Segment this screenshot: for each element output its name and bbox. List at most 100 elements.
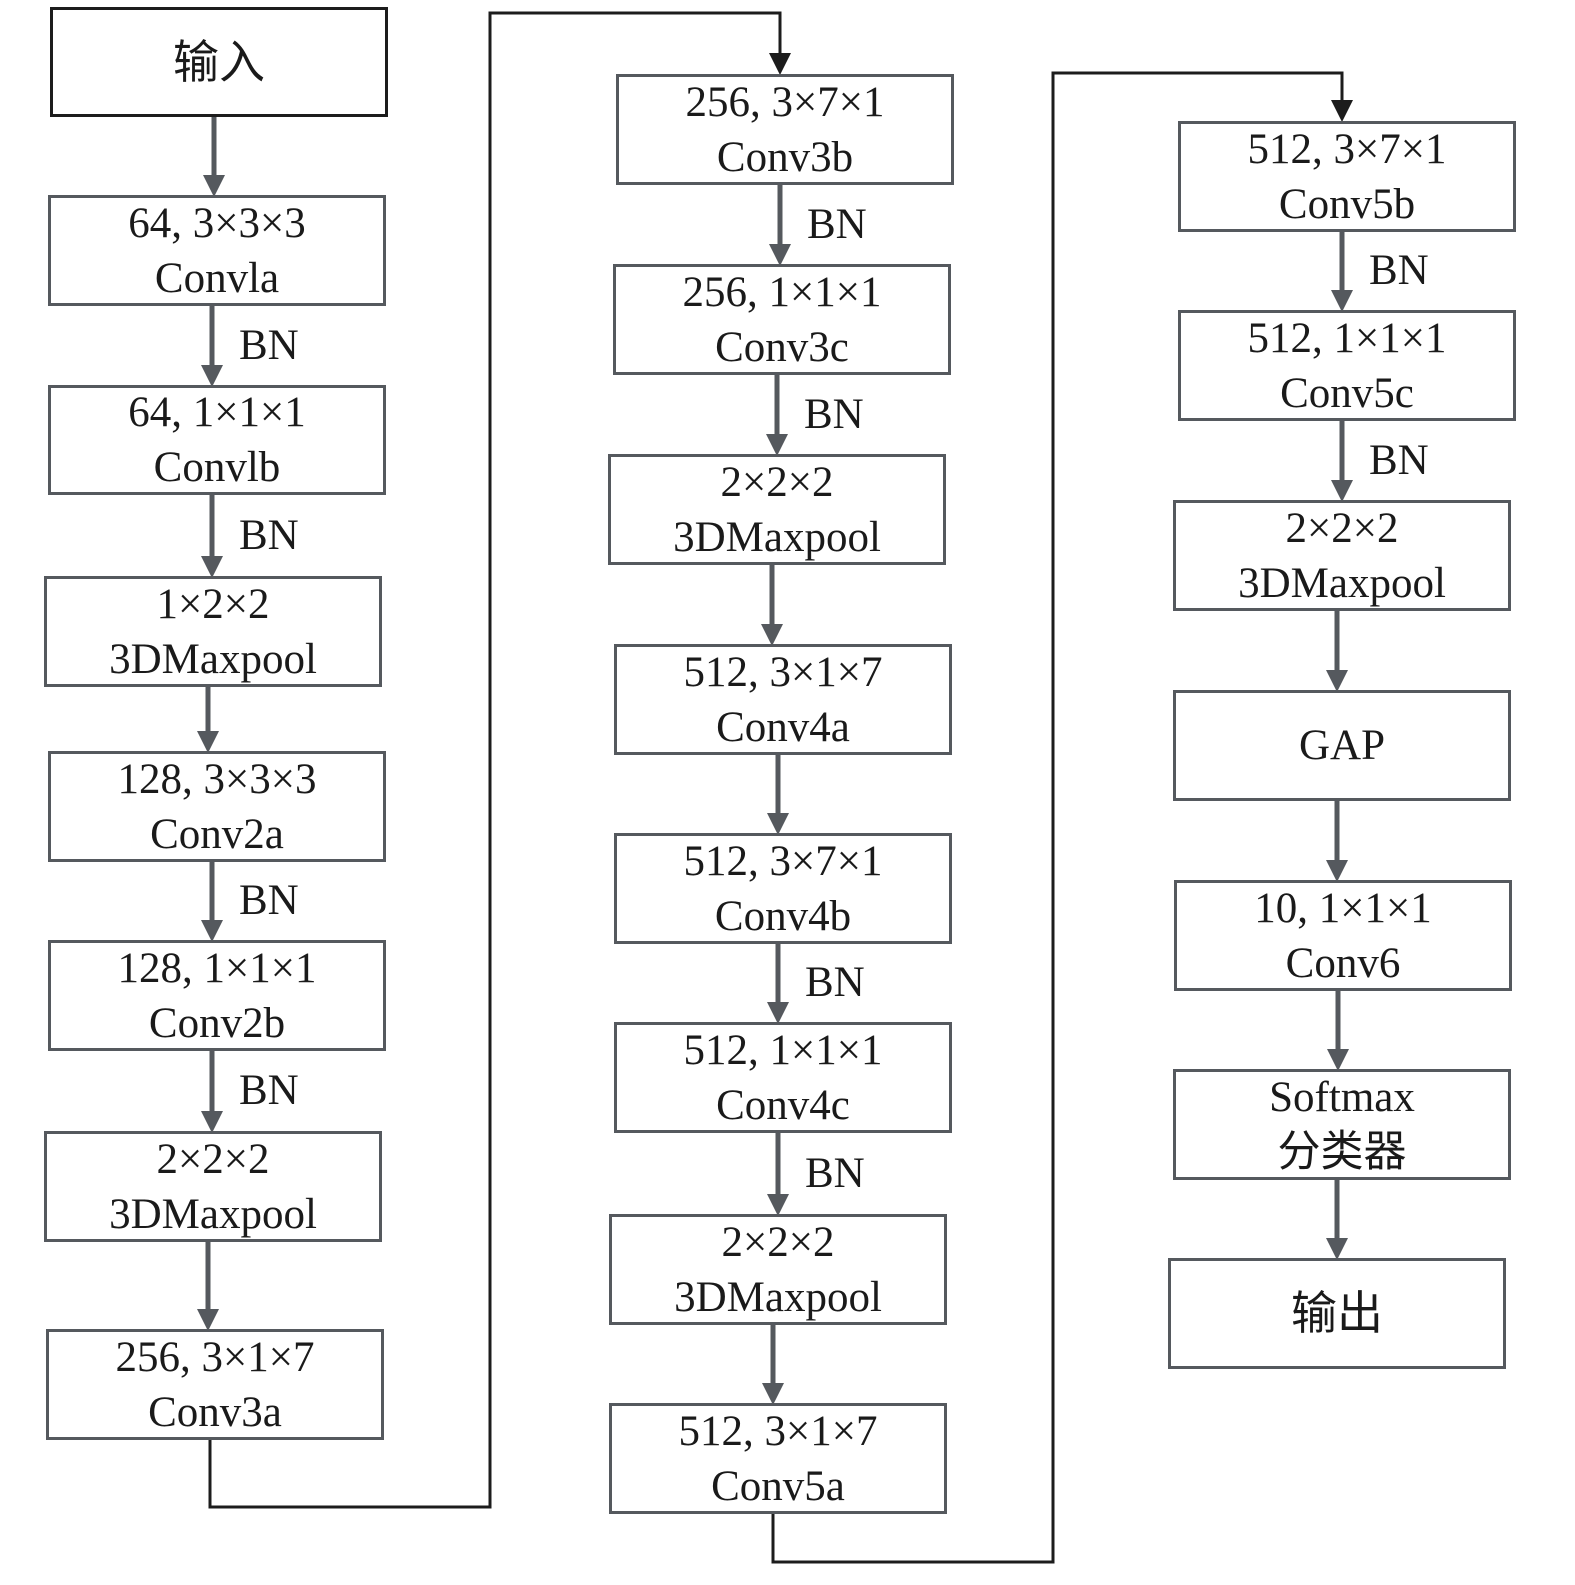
node-label-line1: 64, 3×3×3 (128, 199, 306, 247)
node-label-line1: 512, 1×1×1 (1247, 314, 1447, 362)
node-pool1: 1×2×2 3DMaxpool (44, 576, 382, 687)
node-label-line1: 256, 3×7×1 (685, 78, 885, 126)
node-label-line1: 1×2×2 (156, 580, 270, 628)
arrow-head (766, 434, 788, 456)
node-label-line1: GAP (1298, 722, 1386, 769)
node-label-line2: Conv4c (716, 1081, 850, 1129)
arrow-head (1326, 860, 1348, 882)
arrow-head (767, 1194, 789, 1216)
node-softmax: Softmax 分类器 (1173, 1069, 1511, 1180)
node-pool5: 2×2×2 3DMaxpool (1173, 500, 1511, 611)
node-label-line1: 512, 3×1×7 (683, 648, 883, 696)
arrow-head (201, 1111, 223, 1133)
arrow-head (201, 556, 223, 578)
node-label-line2: Convlb (153, 444, 281, 491)
node-label-line2: Conv3b (716, 133, 854, 181)
node-input: 输入 (50, 7, 388, 117)
arrow-head (767, 813, 789, 835)
node-label-line2: Conv4b (714, 892, 852, 940)
node-label-line1: 输出 (1291, 1288, 1383, 1339)
node-label-line2: Conv6 (1285, 939, 1401, 987)
node-label-line2: Conv2a (150, 810, 284, 858)
node-gap: GAP (1173, 690, 1511, 801)
node-label-line2: Conv3a (148, 1388, 282, 1436)
node-pool2: 2×2×2 3DMaxpool (44, 1131, 382, 1242)
node-label-line2: Conv5a (711, 1462, 845, 1510)
node-label-line2: 3DMaxpool (109, 635, 317, 683)
bn-label: BN (239, 511, 299, 559)
node-label-line2: 3DMaxpool (674, 1273, 882, 1321)
bn-label: BN (804, 390, 864, 438)
connector-conv5a-conv5b (771, 71, 1344, 1564)
arrow-head (197, 731, 219, 753)
node-label-line1: 512, 1×1×1 (683, 1026, 883, 1074)
node-label-line1: 128, 3×3×3 (117, 755, 317, 803)
bn-label: BN (807, 200, 867, 248)
node-label-line1: 2×2×2 (156, 1135, 270, 1183)
node-label-line2: Conv5b (1278, 180, 1416, 228)
arrow-head (197, 1309, 219, 1331)
node-label-line2: 3DMaxpool (1238, 559, 1446, 607)
node-label-line2: Conv2b (148, 999, 286, 1047)
node-label-line2: Conv4a (716, 703, 850, 751)
bn-label: BN (239, 321, 299, 369)
node-label-line1: 64, 1×1×1 (128, 389, 306, 436)
node-label-line1: 输入 (173, 36, 265, 88)
node-label-line1: 512, 3×7×1 (1247, 125, 1447, 173)
node-label-line1: 512, 3×1×7 (678, 1407, 878, 1455)
node-pool4: 2×2×2 3DMaxpool (609, 1214, 947, 1325)
node-label-line1: 512, 3×7×1 (683, 837, 883, 885)
node-label-line2: Conv5c (1280, 369, 1414, 417)
node-label-line2: 分类器 (1277, 1128, 1407, 1176)
node-label-line1: 256, 3×1×7 (115, 1333, 315, 1381)
arrow-head (1326, 670, 1348, 692)
node-label-line1: 128, 1×1×1 (117, 944, 317, 992)
arrow-head (767, 1002, 789, 1024)
node-label-line2: Conv3c (715, 323, 849, 371)
arrow-head (762, 1383, 784, 1405)
bn-label: BN (1369, 436, 1429, 484)
bn-label: BN (805, 959, 865, 1006)
arrow-head (1331, 100, 1353, 122)
arrow-head (1331, 290, 1353, 312)
node-label-line1: 256, 1×1×1 (682, 268, 882, 316)
arrow-head (201, 920, 223, 942)
node-label-line1: Softmax (1269, 1073, 1415, 1121)
arrow-head (201, 365, 223, 387)
arrow-head (769, 244, 791, 266)
bn-label: BN (239, 877, 299, 924)
node-label-line1: 2×2×2 (1285, 504, 1399, 552)
node-pool3: 2×2×2 3DMaxpool (608, 454, 946, 565)
node-label-line1: 2×2×2 (721, 1218, 835, 1266)
node-output: 输出 (1168, 1258, 1506, 1369)
node-label-line2: 3DMaxpool (109, 1190, 317, 1238)
arrow-head (203, 175, 225, 197)
arrow-head (761, 624, 783, 646)
node-label-line1: 2×2×2 (720, 458, 834, 506)
node-label-line1: 10, 1×1×1 (1254, 884, 1432, 932)
node-label-line2: 3DMaxpool (673, 513, 881, 561)
arrow-head (1326, 1238, 1348, 1260)
node-label-line2: Convla (154, 254, 280, 302)
arrow-head (769, 53, 791, 75)
connector-conv3a-conv3b (208, 11, 782, 1509)
arrow-head (1327, 1049, 1349, 1071)
bn-label: BN (239, 1067, 299, 1114)
arrow-head (1331, 480, 1353, 502)
bn-label: BN (1369, 247, 1429, 294)
